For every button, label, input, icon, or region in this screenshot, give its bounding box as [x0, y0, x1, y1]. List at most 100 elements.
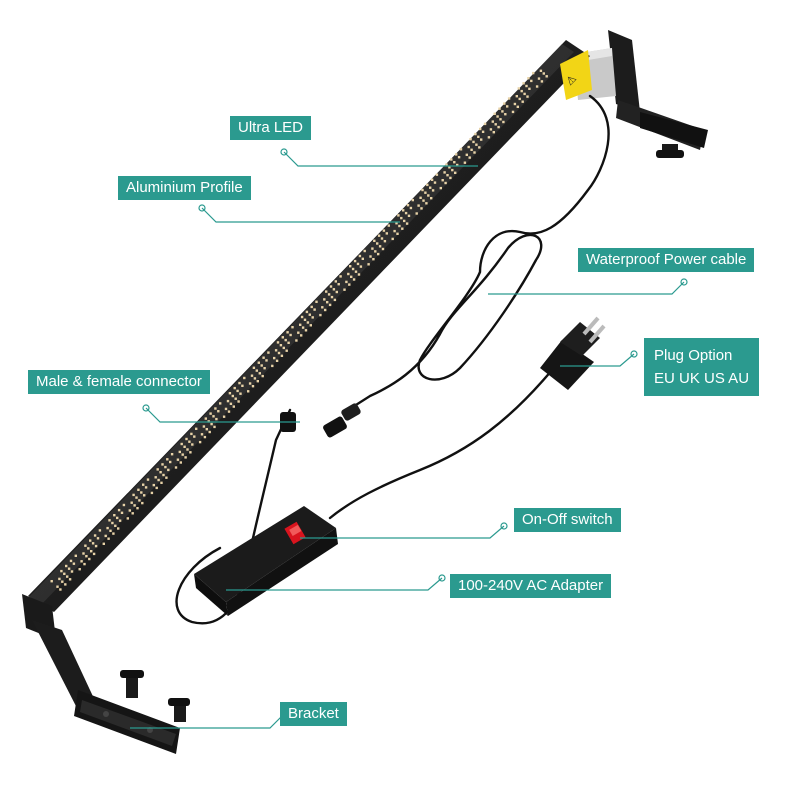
led-chip [479, 127, 482, 131]
led-chip [281, 336, 284, 339]
led-chip [143, 494, 146, 497]
led-chip [102, 542, 105, 545]
led-array [50, 69, 548, 591]
led-chip [465, 153, 468, 156]
led-chip [433, 181, 437, 184]
led-chip [66, 575, 69, 578]
led-chip [287, 341, 290, 344]
callout-ultra-led-text: Ultra LED [238, 119, 304, 136]
led-chip [155, 486, 158, 490]
led-chip [222, 415, 226, 418]
led-chip [111, 521, 114, 525]
led-chip [133, 504, 136, 507]
led-chip [117, 508, 121, 512]
led-chip [406, 204, 410, 207]
led-chip [131, 512, 134, 515]
led-chip [424, 191, 427, 194]
led-chip [61, 580, 64, 583]
led-chip [310, 305, 313, 309]
led-chip [453, 161, 456, 164]
led-chip [275, 359, 279, 362]
led-chip [376, 242, 379, 245]
led-chip [354, 270, 358, 273]
led-chip [357, 273, 361, 276]
led-chip [217, 410, 220, 413]
led-chip [300, 334, 303, 337]
led-chip [301, 326, 305, 329]
led-chip [327, 293, 331, 296]
led-chip [349, 265, 352, 268]
led-chip [68, 578, 72, 581]
led-chip [456, 163, 459, 167]
led-chip [429, 186, 432, 189]
led-chip [289, 333, 292, 337]
led-chip [185, 437, 188, 441]
led-chip [443, 171, 446, 174]
led-chip [65, 564, 68, 568]
led-chip [409, 206, 413, 210]
led-chip [497, 125, 500, 129]
led-chip [273, 356, 276, 360]
led-chip [297, 331, 300, 334]
led-chip [351, 267, 355, 271]
led-chip [162, 473, 165, 477]
led-chip [258, 372, 261, 375]
led-chip [137, 488, 140, 491]
led-chip [164, 465, 167, 469]
led-chip [252, 366, 256, 369]
led-chip [58, 577, 61, 581]
led-chip [419, 196, 422, 199]
led-chip [78, 568, 81, 571]
led-chip [166, 458, 169, 461]
led-chip [169, 460, 172, 464]
led-chip [213, 425, 216, 429]
led-chip [209, 412, 212, 415]
led-chip [501, 110, 504, 113]
led-chip [491, 120, 494, 123]
led-chip [94, 544, 98, 548]
led-chip [469, 138, 472, 141]
led-chip [118, 519, 122, 522]
led-chip [98, 529, 102, 532]
led-chip [167, 468, 170, 472]
led-chip [161, 463, 164, 466]
led-chip [506, 105, 509, 108]
led-chip [313, 308, 316, 311]
led-chip [238, 381, 241, 385]
led-chip [83, 562, 86, 566]
callout-connector: Male & female connector [28, 370, 210, 394]
led-chip [477, 135, 480, 138]
led-chip [295, 339, 298, 342]
led-chip [231, 394, 234, 398]
led-chip [212, 415, 215, 418]
led-chip [202, 425, 206, 428]
led-chip [402, 209, 405, 212]
led-chip [96, 537, 100, 540]
led-chip [539, 69, 543, 72]
led-chip [237, 400, 240, 403]
led-chip [475, 143, 478, 146]
led-chip [142, 483, 145, 486]
led-chip [473, 151, 476, 154]
leader-lines [130, 148, 688, 729]
led-chip [385, 232, 388, 235]
led-chip [279, 344, 283, 347]
led-chip [300, 315, 304, 319]
led-chip [243, 376, 246, 380]
led-chip [165, 476, 168, 479]
led-chip [502, 120, 505, 124]
led-chip [263, 367, 266, 370]
led-chip [183, 445, 186, 448]
led-chip [353, 259, 357, 263]
led-chip [193, 435, 196, 438]
led-chip [333, 298, 337, 302]
led-chip [174, 466, 178, 469]
led-chip [435, 173, 439, 176]
led-chip [528, 87, 531, 90]
led-chip [425, 202, 428, 205]
led-chip [181, 453, 184, 456]
callout-aluminium-profile: Aluminium Profile [118, 176, 251, 200]
led-chip [271, 364, 274, 368]
led-chip [203, 435, 207, 439]
ac-adapter [194, 506, 338, 616]
